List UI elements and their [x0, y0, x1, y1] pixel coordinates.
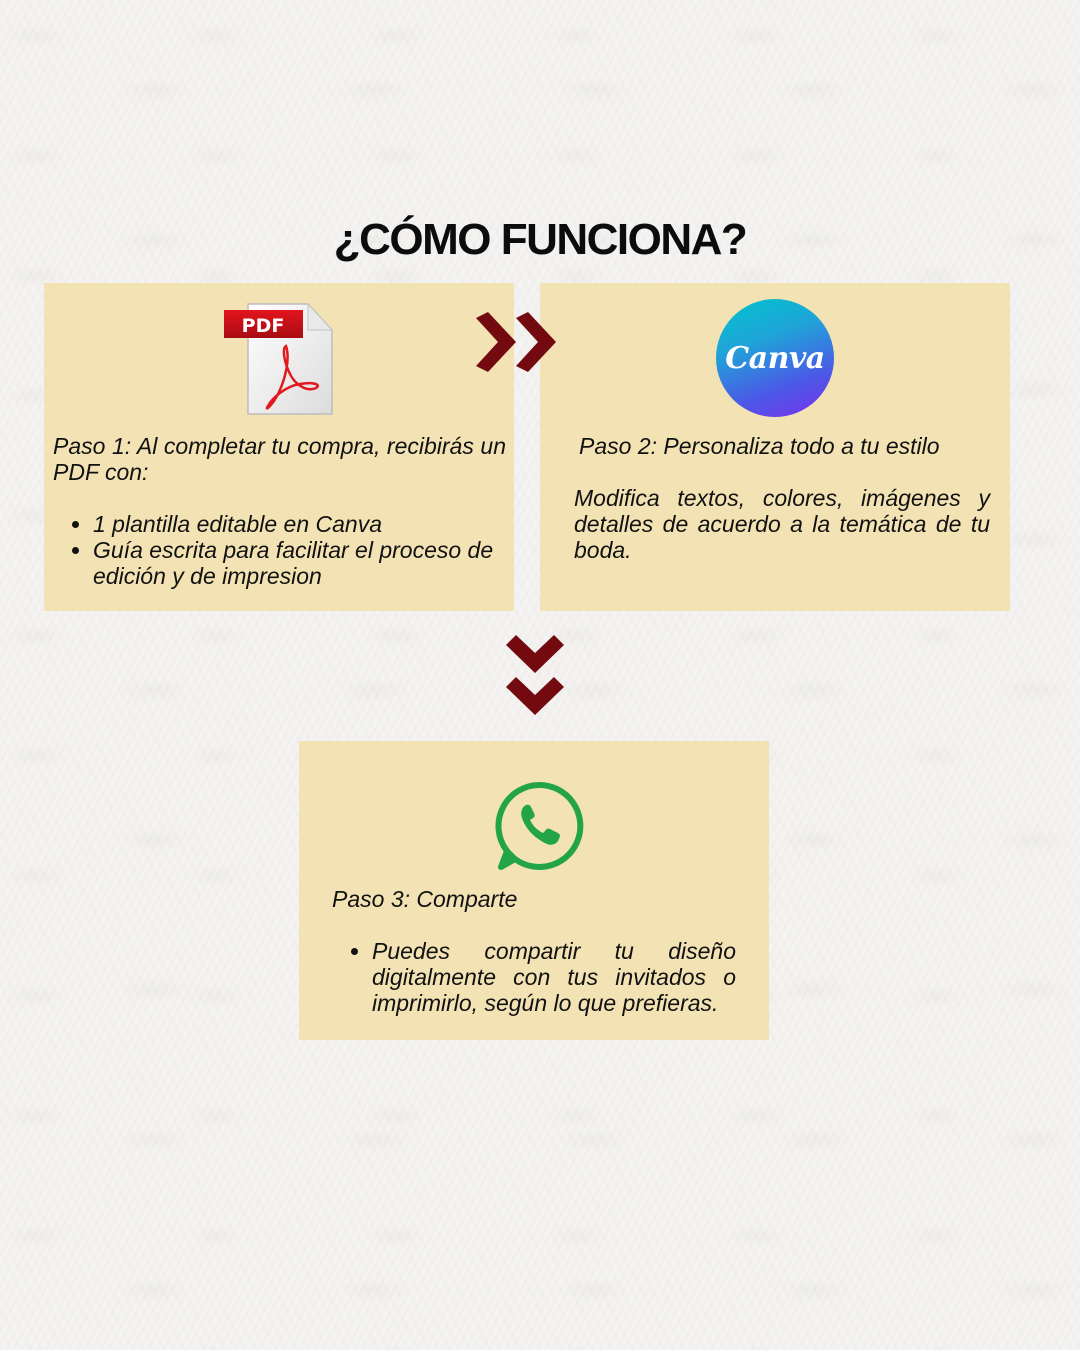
canva-logo-icon: Canva	[716, 299, 834, 417]
step-3-card: Paso 3: Comparte Puedes compartir tu dis…	[299, 741, 769, 1040]
list-item: Puedes compartir tu diseño digitalmente …	[372, 938, 736, 1016]
canva-logo-text: Canva	[725, 340, 825, 376]
whatsapp-icon	[495, 781, 584, 870]
step-2-heading: Paso 2: Personaliza todo a tu estilo	[579, 433, 940, 459]
step-1-card: PDF Paso 1: Al completar tu compra, reci…	[44, 283, 514, 611]
svg-text:PDF: PDF	[242, 315, 285, 337]
step-1-list: 1 plantilla editable en Canva Guía escri…	[53, 511, 506, 589]
step-3-list: Puedes compartir tu diseño digitalmente …	[332, 938, 736, 1016]
step-1-heading: Paso 1: Al completar tu compra, recibirá…	[53, 433, 506, 485]
step-2-card: Canva Paso 2: Personaliza todo a tu esti…	[540, 283, 1010, 611]
double-chevron-right-icon	[476, 312, 556, 372]
list-item: Guía escrita para facilitar el proceso d…	[93, 537, 506, 589]
step-2-body: Modifica textos, colores, imágenes y det…	[574, 485, 990, 563]
pdf-icon: PDF	[224, 302, 334, 415]
step-3-heading: Paso 3: Comparte	[332, 886, 518, 912]
page-title: ¿CÓMO FUNCIONA?	[333, 215, 748, 265]
double-chevron-down-icon	[506, 635, 564, 715]
list-item: 1 plantilla editable en Canva	[93, 511, 506, 537]
